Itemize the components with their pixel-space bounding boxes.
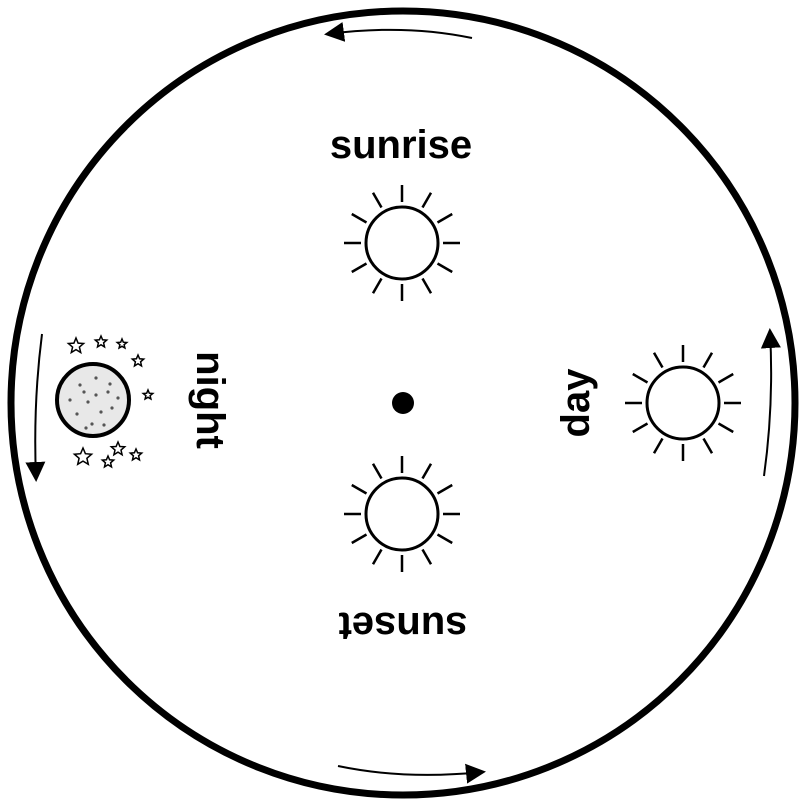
center-pin-icon (392, 392, 414, 414)
moon-icon (57, 364, 129, 436)
sunset-label: sunset (339, 604, 468, 648)
night-label: night (188, 351, 232, 449)
sunrise-label: sunrise (330, 123, 472, 167)
day-label: day (554, 368, 598, 438)
